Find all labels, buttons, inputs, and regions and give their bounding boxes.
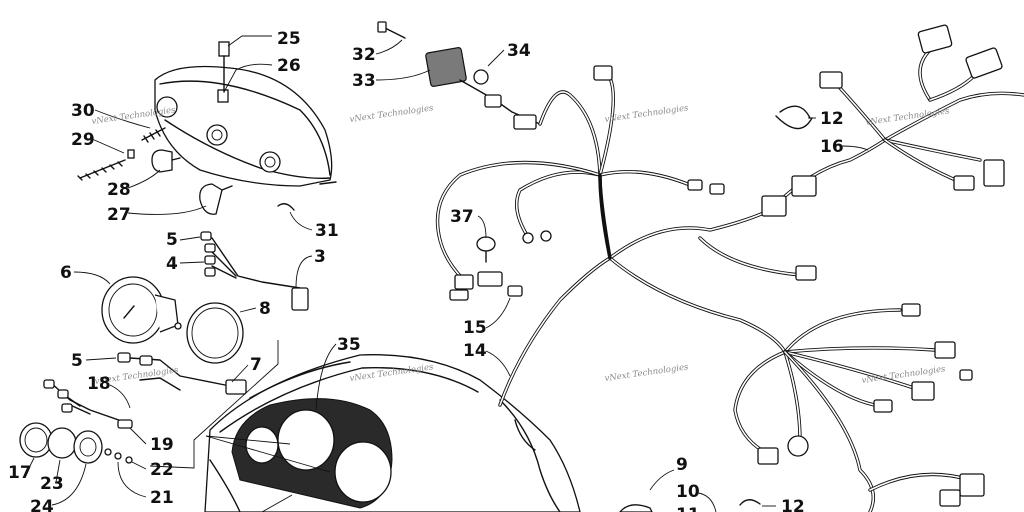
callout-34: 34 — [507, 41, 531, 61]
callout-25: 25 — [277, 29, 301, 49]
leader-lines — [27, 35, 869, 512]
main-wiring-harness — [435, 65, 817, 407]
callout-14: 14 — [463, 341, 487, 361]
callout-33: 33 — [352, 71, 376, 91]
callout-30: 30 — [71, 101, 95, 121]
callout-labels: 25 26 30 29 28 27 31 5 4 3 6 8 5 18 7 19… — [8, 29, 844, 512]
callout-24: 24 — [30, 497, 54, 512]
callout-27: 27 — [107, 205, 131, 225]
callout-26: 26 — [277, 56, 301, 76]
callout-37: 37 — [450, 207, 474, 227]
callout-9: 9 — [676, 455, 688, 475]
callout-19: 19 — [150, 435, 174, 455]
clip-part — [218, 41, 230, 57]
callout-16: 16 — [820, 137, 844, 157]
speedometer-gauge — [101, 276, 244, 364]
callout-11: 11 — [676, 505, 700, 512]
callout-18: 18 — [87, 374, 111, 394]
connector-harness-3 — [200, 231, 309, 311]
callout-35: 35 — [337, 335, 361, 355]
callout-7: 7 — [250, 355, 262, 375]
callout-23: 23 — [40, 474, 64, 494]
callout-6: 6 — [60, 263, 72, 283]
callout-21: 21 — [150, 488, 174, 508]
watermark-text: vNext Technologies — [604, 362, 690, 384]
callout-5: 5 — [166, 230, 178, 250]
instrument-panel — [204, 354, 581, 512]
callout-22: 22 — [150, 460, 174, 480]
callout-8: 8 — [259, 299, 271, 319]
watermark-text: vNext Technologies — [865, 106, 951, 128]
callout-15: 15 — [463, 318, 487, 338]
watermark-text: vNext Technologies — [604, 103, 690, 125]
callout-31: 31 — [315, 221, 339, 241]
rear-harness — [733, 303, 985, 512]
callout-4: 4 — [166, 254, 178, 274]
callout-12: 12 — [820, 109, 844, 129]
callout-17: 17 — [8, 463, 32, 483]
callout-5b: 5 — [71, 351, 83, 371]
voltage-regulator — [377, 21, 541, 130]
callout-28: 28 — [107, 180, 131, 200]
gauge-harness-7 — [117, 352, 247, 395]
watermark-text: vNext Technologies — [349, 103, 435, 125]
callout-12b: 12 — [781, 497, 805, 512]
bottom-gauge-parts — [619, 499, 761, 512]
callout-29: 29 — [71, 130, 95, 150]
tachometer-gauge — [19, 379, 133, 464]
callout-3: 3 — [314, 247, 326, 267]
handlebar-harness — [761, 24, 1024, 217]
callout-32: 32 — [352, 45, 376, 65]
headlight-assembly — [77, 41, 337, 215]
callout-10: 10 — [676, 482, 700, 502]
